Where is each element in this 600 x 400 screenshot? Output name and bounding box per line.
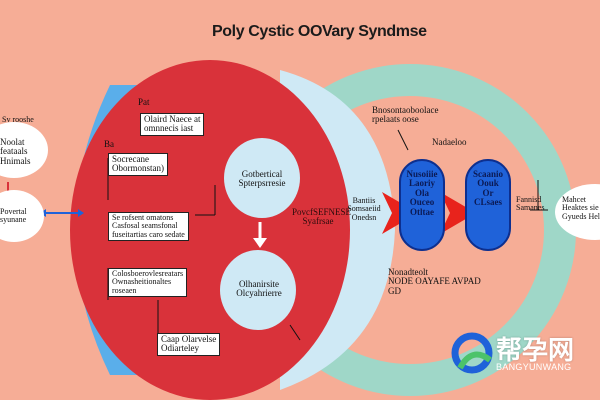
circle-top-label: Gotbertical Spterpsrresie	[238, 169, 286, 189]
left-node-2: Noolat feataals Hnimals	[0, 137, 31, 166]
pill-left	[399, 159, 445, 251]
circle-top	[224, 138, 300, 218]
right-side-text: Fannisd Samanes	[516, 195, 545, 213]
right-bubble	[555, 184, 600, 240]
right-connector-1	[397, 129, 409, 151]
overlap-label: PovcfSEFNESE Syafrsae	[292, 207, 352, 227]
bottom-connector	[289, 324, 301, 341]
left-bubble-1	[0, 122, 48, 178]
watermark-text: 帮孕网	[496, 336, 575, 366]
watermark-subtext: BANGYUNWANG	[496, 362, 572, 372]
red-chevron-2	[440, 192, 476, 234]
red-box-2: Socrecane Obormonstan)	[108, 153, 168, 176]
pill-left-label: Nusoiiie Laoriy Ola Ouceo Otltae	[406, 169, 438, 217]
left-arrow-head-r	[78, 209, 84, 217]
red-box-4: Colosboerovlesreatars Ownasheitionaltes …	[108, 268, 188, 298]
diagram-title: Poly Cystic OOVary Syndmse	[212, 23, 427, 40]
down-arrow-head	[253, 238, 267, 248]
red-corner-label: Pat	[138, 97, 150, 107]
logo-leaf-icon	[457, 351, 492, 370]
red-box-1: Olaird Naece at omnnecis iast	[140, 113, 205, 136]
medalio-label: Nadaeloo	[432, 137, 467, 147]
logo-ring-icon	[451, 332, 493, 374]
left-node-1: Sv rooshe	[2, 115, 34, 124]
red-b-label: Ba	[104, 139, 114, 149]
red-box-3: Se rofsent omatons Casfosal seamsfonal f…	[108, 212, 189, 242]
red-box-5: Caap Olarvelse Odiarteley	[157, 333, 221, 356]
left-bubble-2	[0, 190, 44, 242]
left-node-3: Povertal syunane	[0, 207, 27, 225]
inner-label: Bantiis Somsaeiid Onedsn	[347, 196, 381, 222]
pill-right	[465, 159, 511, 251]
circle-bottom-label: Olhanirsite Olcyahrierre	[236, 279, 282, 299]
pill-right-label: Scaanio Oouk Or CLsaes	[472, 169, 503, 208]
right-bottom-text: Nonadteolt NODE OAYAFE AVPAD GD	[388, 267, 481, 296]
circle-bottom	[220, 250, 296, 330]
right-top-text: Bnosontaoboolace rpelaats oose	[372, 105, 439, 125]
watermark-logo	[451, 332, 493, 374]
far-right-text: Mahcet Heaktes sie Gyueds Hel	[562, 195, 600, 221]
